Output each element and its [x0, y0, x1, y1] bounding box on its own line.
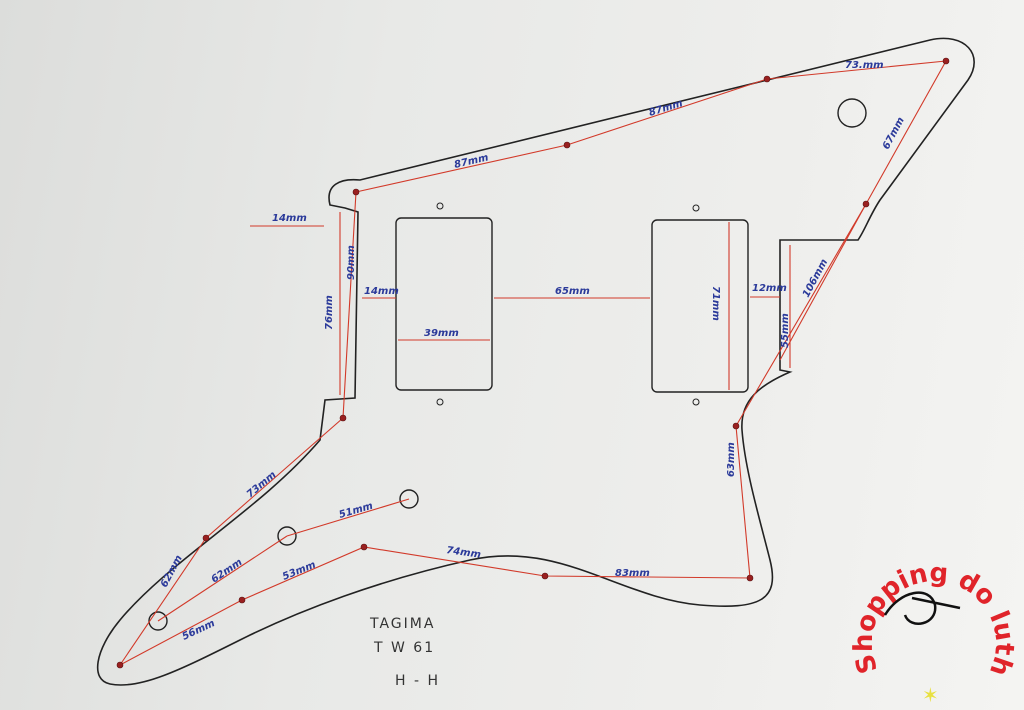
measurement-points [116, 57, 950, 669]
config-text: H - H [395, 673, 440, 689]
control-hole [399, 489, 419, 509]
bridge-pickup-cutout [651, 219, 749, 393]
measurement-lines [119, 60, 947, 666]
screw-hole [436, 202, 444, 210]
dim-label: 106mm [801, 257, 830, 299]
dim-label: 53mm [281, 560, 317, 583]
dim-label: 74mm [446, 545, 482, 561]
dim-label: 65mm [555, 286, 590, 297]
dim-label: 63mm [726, 442, 737, 477]
screw-hole [436, 398, 444, 406]
screw-hole [692, 398, 700, 406]
dim-label: 71mm [710, 286, 721, 321]
dim-label: 51mm [338, 501, 374, 521]
dim-label: 12mm [752, 283, 787, 294]
dim-label: 90mm [346, 245, 357, 280]
dim-label: 14mm [272, 213, 307, 224]
dim-label: 62mm [159, 554, 185, 590]
dim-label: 73.mm [845, 60, 884, 71]
pickguard-outline [96, 37, 975, 686]
neck-pickup-cutout [395, 217, 493, 391]
brand-text: TAGIMA [369, 616, 435, 632]
dim-label: 14mm [364, 286, 399, 297]
dim-label: 62mm [210, 557, 245, 586]
star-icon: ✶ [922, 683, 939, 707]
dim-label: 67mm [881, 116, 907, 152]
control-hole [277, 526, 297, 546]
dim-label: 76mm [324, 295, 335, 330]
mounting-hole-top-right [837, 98, 867, 128]
dim-label: 39mm [424, 328, 459, 339]
model-text: T W 61 [373, 640, 435, 656]
dim-label: 87mm [648, 98, 684, 119]
dim-label: 56mm [181, 618, 217, 643]
dim-label: 55mm [780, 313, 791, 348]
dim-label: 73mm [245, 470, 279, 501]
control-hole [148, 611, 168, 631]
dim-label: 83mm [615, 568, 650, 579]
svg-text:Shopping do luthier: Shopping do luthier [0, 0, 1019, 680]
screw-hole [692, 204, 700, 212]
